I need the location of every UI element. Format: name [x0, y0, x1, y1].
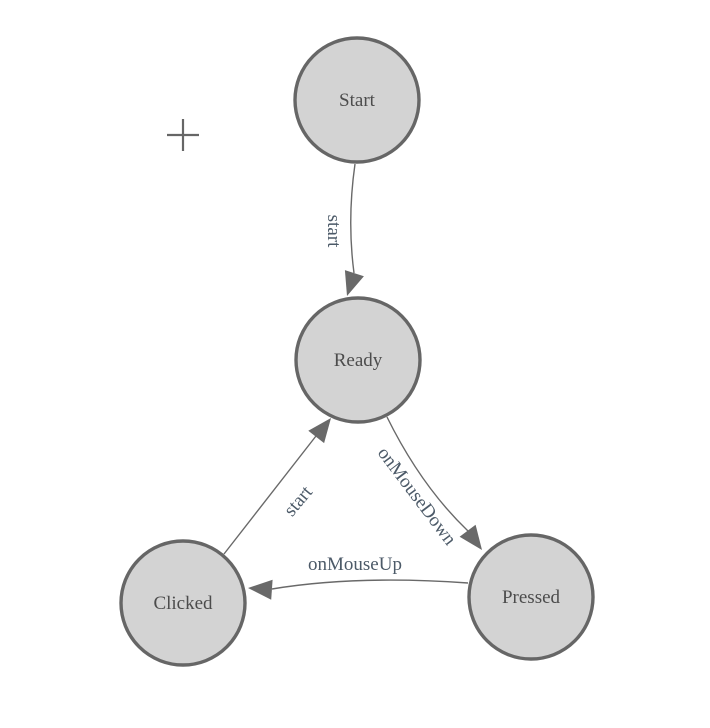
edge-ready-to-pressed-label: onMouseDown	[373, 443, 461, 550]
node-ready-circle	[294, 296, 422, 424]
edge-pressed-to-clicked-arrowhead-icon	[248, 579, 273, 600]
edge-ready-to-pressed[interactable]: onMouseDown	[373, 416, 482, 550]
node-clicked-label: Clicked	[153, 593, 213, 614]
node-ready-label: Ready	[334, 350, 383, 371]
node-pressed[interactable]: Pressed	[467, 533, 595, 661]
edge-pressed-to-clicked[interactable]: onMouseUp	[248, 554, 469, 600]
edge-start-to-ready-line	[350, 163, 356, 274]
edge-start-to-ready-label: start	[323, 215, 344, 248]
plus-icon	[167, 119, 199, 151]
node-start-label: Start	[339, 90, 376, 111]
edge-start-to-ready[interactable]: start	[323, 163, 364, 296]
node-start[interactable]: Start	[293, 36, 421, 164]
edge-clicked-to-ready-arrowhead-icon	[308, 418, 331, 444]
edge-start-to-ready-arrowhead-icon	[344, 270, 364, 296]
edge-clicked-to-ready-label: start	[280, 481, 318, 520]
edge-clicked-to-ready[interactable]: start	[223, 418, 331, 555]
node-clicked-circle	[119, 539, 247, 667]
node-start-circle	[293, 36, 421, 164]
edge-clicked-to-ready-line	[223, 435, 317, 555]
edge-pressed-to-clicked-label: onMouseUp	[308, 554, 402, 575]
edge-pressed-to-clicked-line	[271, 579, 469, 590]
edge-ready-to-pressed-arrowhead-icon	[459, 524, 482, 550]
node-clicked[interactable]: Clicked	[119, 539, 247, 667]
node-ready[interactable]: Ready	[294, 296, 422, 424]
edge-ready-to-pressed-line	[386, 416, 469, 532]
node-pressed-label: Pressed	[502, 587, 561, 608]
node-pressed-circle	[467, 533, 595, 661]
